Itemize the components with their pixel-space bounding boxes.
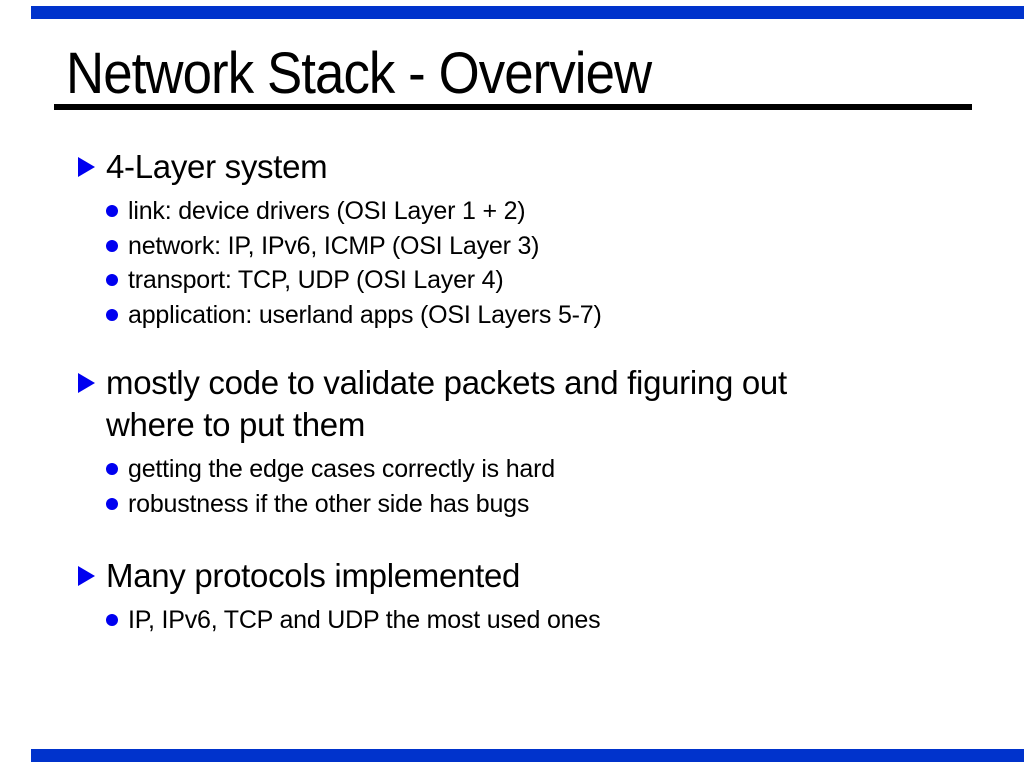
list-item: IP, IPv6, TCP and UDP the most used ones [106,603,1008,638]
dot-bullet-icon [106,463,118,475]
bullet-heading-text: 4-Layer system [106,148,328,185]
title-underline [54,104,972,110]
bullet-block-validation: mostly code to validate packets and figu… [78,362,1008,521]
list-item: application: userland apps (OSI Layers 5… [106,298,1008,333]
bullet-heading: mostly code to validate packets and figu… [78,362,1008,446]
triangle-right-icon [78,373,95,393]
dot-bullet-icon [106,614,118,626]
list-item-text: link: device drivers (OSI Layer 1 + 2) [128,197,526,225]
dot-bullet-icon [106,497,118,510]
bottom-border-bar [31,749,1024,762]
triangle-right-icon [78,157,95,177]
sub-bullet-list: link: device drivers (OSI Layer 1 + 2) n… [106,194,1008,332]
list-item-text: application: userland apps (OSI Layers 5… [128,300,602,329]
dot-bullet-icon [106,239,118,252]
list-item-text: IP, IPv6, TCP and UDP the most used ones [128,606,601,634]
dot-bullet-icon [106,308,118,321]
list-item: getting the edge cases correctly is hard [106,452,1008,487]
bullet-heading: Many protocols implemented [78,555,1008,597]
list-item: robustness if the other side has bugs [106,487,1008,522]
list-item: network: IP, IPv6, ICMP (OSI Layer 3) [106,229,1008,264]
triangle-right-icon [78,566,95,586]
dot-bullet-icon [106,274,118,286]
bullet-block-protocols: Many protocols implemented IP, IPv6, TCP… [78,555,1008,638]
list-item-text: robustness if the other side has bugs [128,489,530,518]
list-item-text: transport: TCP, UDP (OSI Layer 4) [128,266,504,294]
bullet-heading-text: mostly code to validate packets and figu… [106,364,787,443]
list-item-text: getting the edge cases correctly is hard [128,455,555,483]
dot-bullet-icon [106,205,118,217]
bullet-heading: 4-Layer system [78,146,1008,188]
sub-bullet-list: getting the edge cases correctly is hard… [106,452,1008,521]
bullet-heading-text: Many protocols implemented [106,557,521,594]
bullet-block-layers: 4-Layer system link: device drivers (OSI… [78,146,1008,332]
top-border-bar [31,6,1024,19]
list-item: transport: TCP, UDP (OSI Layer 4) [106,263,1008,298]
list-item: link: device drivers (OSI Layer 1 + 2) [106,194,1008,229]
sub-bullet-list: IP, IPv6, TCP and UDP the most used ones [106,603,1008,638]
slide-title: Network Stack - Overview [66,41,652,106]
list-item-text: network: IP, IPv6, ICMP (OSI Layer 3) [128,231,540,260]
